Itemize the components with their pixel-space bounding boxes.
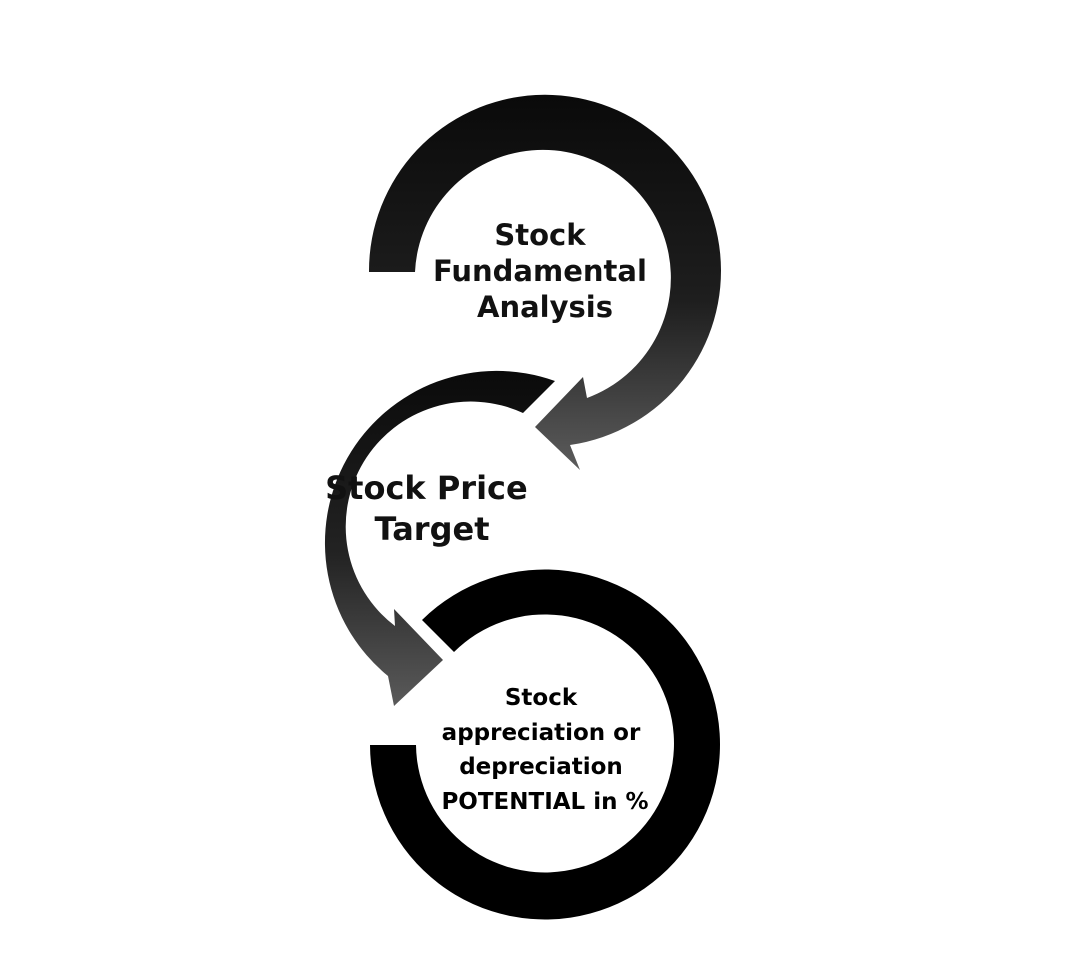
step-label-line: Stock [505,685,578,711]
step-label-line: Analysis [477,290,613,324]
step-label-price-target: Stock Price Target [325,469,539,548]
step-label-fundamental-analysis: Stock Fundamental Analysis [433,218,657,324]
step-label-line: depreciation [459,754,623,780]
step-label-line: Fundamental [433,254,647,288]
step-label-line: POTENTIAL in % [441,789,648,815]
step-label-line: appreciation or [442,720,641,746]
arrow-price-target [324,370,555,706]
step-label-line: Stock [494,218,586,252]
arrow-fundamental-analysis [368,94,721,470]
step-label-line: Target [375,510,490,548]
step-label-line: Stock Price [325,469,528,507]
step-label-potential: Stock appreciation or depreciation POTEN… [441,685,648,815]
